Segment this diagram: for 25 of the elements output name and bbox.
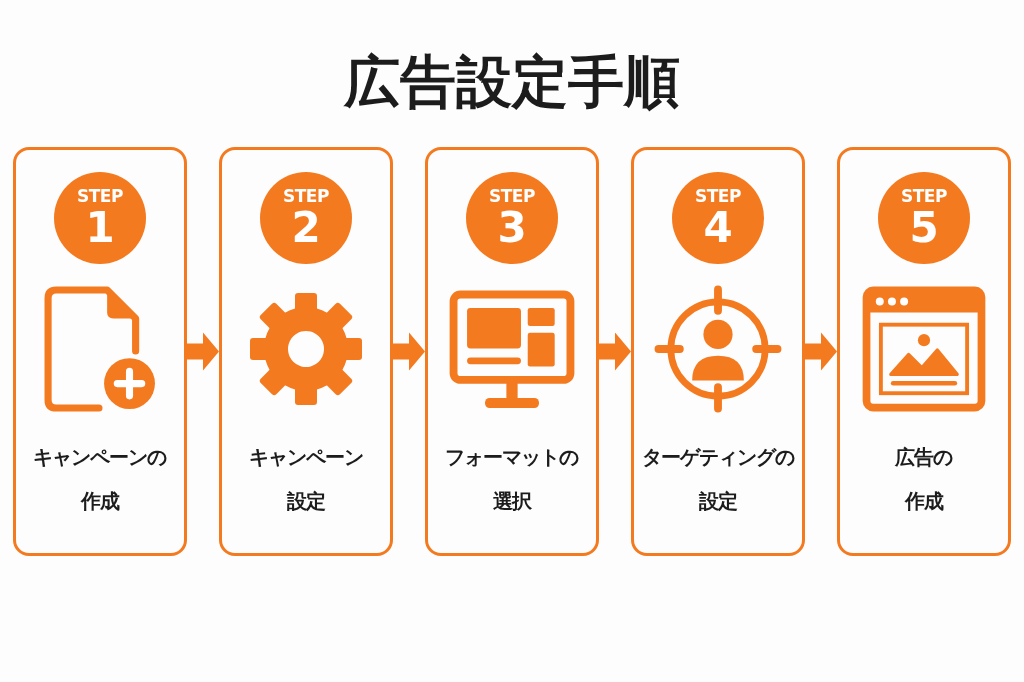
step-number: 1 <box>85 206 115 249</box>
arrow <box>393 332 425 371</box>
step-title: ターゲティングの設定 <box>641 445 796 515</box>
step-label: STEP <box>283 187 329 205</box>
step-number: 4 <box>703 206 733 249</box>
step-label: STEP <box>901 187 947 205</box>
step-card <box>219 147 393 556</box>
step-label: STEP <box>695 187 741 205</box>
step-number: 2 <box>291 206 321 249</box>
step-card <box>425 147 599 556</box>
step-title: フォーマットの選択 <box>444 445 580 515</box>
step-title: キャンペーンの作成 <box>32 445 168 515</box>
step-title: 広告の作成 <box>894 445 954 515</box>
arrow <box>599 332 631 371</box>
step-label: STEP <box>489 187 535 205</box>
step-card <box>13 147 187 556</box>
step-number: 3 <box>497 206 527 249</box>
diagram-title: 広告設定手順 <box>342 48 681 116</box>
step-label: STEP <box>77 187 123 205</box>
step-card <box>631 147 805 556</box>
step-card <box>837 147 1011 556</box>
step-title: キャンペーン設定 <box>248 445 364 515</box>
step-number: 5 <box>909 206 939 249</box>
arrow <box>805 332 837 371</box>
arrow <box>187 332 219 371</box>
